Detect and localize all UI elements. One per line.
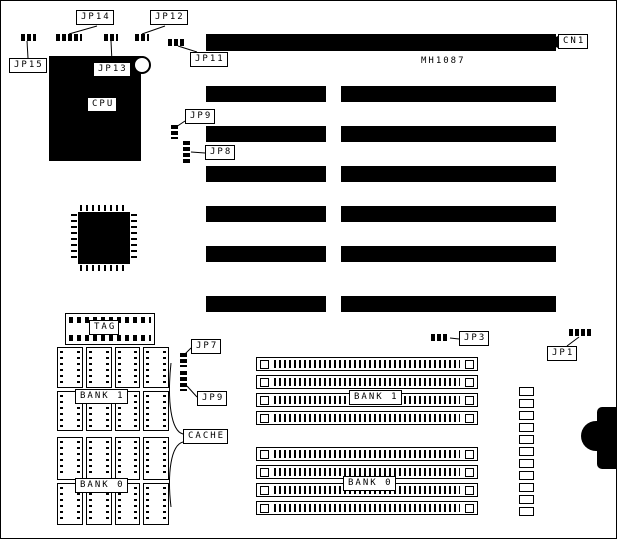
cache-chip [85, 347, 112, 388]
qfp-pins [131, 214, 137, 262]
isa-slot-segment [206, 86, 326, 102]
simm-socket [256, 411, 478, 425]
simm-socket [256, 465, 478, 479]
sip-pad [519, 447, 534, 456]
isa-slot-segment [341, 296, 556, 312]
jumper-jp3 [431, 334, 449, 341]
keyboard-connector [597, 407, 616, 469]
chipset-qfp [71, 205, 137, 271]
cache-chip [143, 482, 169, 525]
simm-socket [256, 501, 478, 515]
isa-slot-segment [341, 126, 556, 142]
keyboard-connector-bump [581, 421, 599, 451]
qfp-pins [80, 205, 128, 211]
jumper-jp15 [21, 34, 36, 41]
cache-chip [143, 437, 169, 480]
label-jp1: JP1 [547, 346, 578, 361]
cpu-label: CPU [87, 97, 118, 112]
label-cache-bank1: BANK 1 [75, 389, 128, 404]
cache-chip [143, 347, 169, 388]
sip-pad [519, 459, 534, 468]
sip-pad [519, 483, 534, 492]
sip-pad [519, 495, 534, 504]
label-simm-bank0: BANK 0 [343, 476, 396, 491]
qfp-pins [71, 214, 77, 262]
label-jp14: JP14 [76, 10, 114, 25]
simm-socket [256, 357, 478, 371]
sip-resistor-pack [519, 387, 534, 516]
qfp-body [78, 212, 130, 264]
cache-chip [57, 347, 83, 388]
label-jp9-upper: JP9 [185, 109, 216, 124]
isa-slot-segment [341, 206, 556, 222]
cache-chip [57, 437, 83, 480]
label-simm-bank1: BANK 1 [349, 390, 402, 405]
isa-slot-segment [206, 166, 326, 182]
sip-pad [519, 411, 534, 420]
label-cache: CACHE [183, 429, 229, 444]
isa-slot-segment [341, 166, 556, 182]
sip-pad [519, 387, 534, 396]
cache-chip [114, 347, 141, 388]
cn1-slot [206, 34, 556, 51]
simm-socket [256, 375, 478, 389]
qfp-pins [80, 265, 128, 271]
label-jp12: JP12 [150, 10, 188, 25]
jumper-jp12 [135, 34, 149, 41]
label-jp11: JP11 [190, 52, 228, 67]
isa-slot-segment [206, 296, 326, 312]
label-jp13: JP13 [93, 62, 131, 77]
cache-bank0-chips [57, 437, 169, 525]
label-jp7: JP7 [191, 339, 222, 354]
isa-slot-segment [341, 246, 556, 262]
cache-chip [57, 482, 83, 525]
jumper-jp7 [180, 353, 187, 367]
jumper-jp1 [569, 329, 593, 336]
label-tag: TAG [89, 320, 120, 335]
sip-pad [519, 399, 534, 408]
isa-slot-segment [206, 206, 326, 222]
sip-pad [519, 507, 534, 516]
jumper-jp11 [168, 39, 186, 46]
label-jp3: JP3 [459, 331, 490, 346]
isa-slot-segment [341, 86, 556, 102]
sip-pad [519, 423, 534, 432]
label-jp8: JP8 [205, 145, 236, 160]
jumper-jp13 [104, 34, 118, 41]
cache-chip [85, 437, 112, 480]
label-jp9-lower: JP9 [197, 391, 228, 406]
cache-chip [143, 390, 169, 431]
sip-pad [519, 471, 534, 480]
cache-bank1-chips [57, 347, 169, 431]
cache-chip [114, 437, 141, 480]
sip-pad [519, 435, 534, 444]
jumper-jp9-upper [171, 125, 178, 139]
cpu-pin1-marker-icon [133, 56, 151, 74]
jumper-jp8 [183, 141, 190, 165]
jumper-jp9-lower [180, 371, 187, 391]
isa-slot-segment [206, 126, 326, 142]
jumper-jp14 [56, 34, 82, 41]
board-model-text: MH1087 [421, 56, 466, 66]
cache-chip [114, 482, 141, 525]
simm-socket [256, 447, 478, 461]
isa-slot-segment [206, 246, 326, 262]
cache-chip [85, 482, 112, 525]
label-jp15: JP15 [9, 58, 47, 73]
label-cn1: CN1 [558, 34, 589, 49]
label-cache-bank0: BANK 0 [75, 478, 128, 493]
